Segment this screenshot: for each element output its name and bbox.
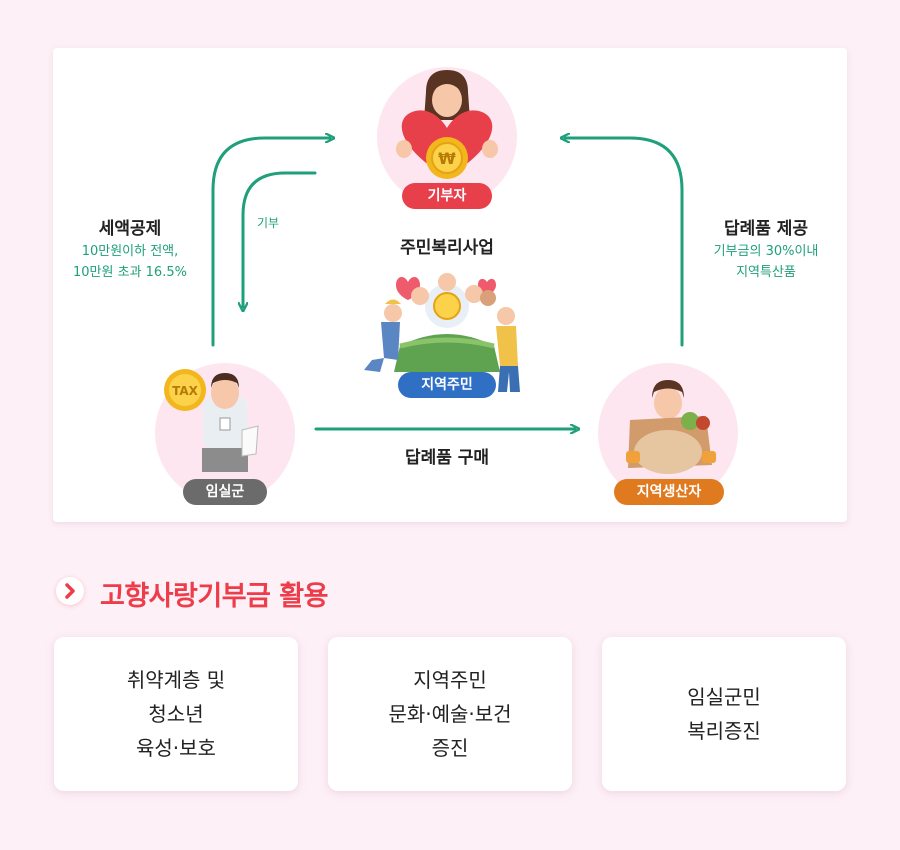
gov-label: 임실군 — [205, 484, 245, 500]
residents-group-icon — [364, 273, 520, 392]
gift-title: 답례품 제공 — [723, 219, 809, 239]
coin-icon: ₩ — [426, 137, 468, 179]
use-box-line: 증진 — [431, 736, 469, 760]
use-box-welfare: 임실군민 복리증진 — [602, 637, 846, 791]
residents-pill — [398, 372, 496, 398]
producer-label: 지역생산자 — [636, 484, 702, 500]
donate-small-label: 기부 — [256, 216, 280, 230]
gift-desc-line1: 기부금의 30%이내 — [713, 244, 819, 259]
gov-officer-icon — [202, 373, 259, 472]
tax-badge-text: TAX — [172, 384, 199, 398]
purchase-label: 답례품 구매 — [404, 448, 490, 468]
tax-desc-line2: 10만원 초과 16.5% — [73, 265, 187, 280]
donate-arrow — [243, 171, 317, 307]
use-box-line: 복리증진 — [687, 719, 761, 743]
tax-desc-line1: 10만원이하 전액, — [81, 244, 179, 259]
use-box-line: 지역주민 — [413, 668, 487, 692]
gift-arrow — [565, 138, 684, 347]
use-box-line: 문화·예술·보건 — [388, 702, 512, 726]
tax-coin-icon: TAX — [164, 369, 206, 411]
use-box-youth: 취약계층 및 청소년 육성·보호 — [54, 637, 298, 791]
use-box-line: 임실군민 — [687, 685, 761, 709]
use-box-culture: 지역주민 문화·예술·보건 증진 — [328, 637, 572, 791]
section-title: 고향사랑기부금 활용 — [100, 581, 328, 612]
gov-pill — [183, 479, 267, 505]
use-box-line: 취약계층 및 — [126, 668, 226, 692]
tax-arrow — [211, 138, 330, 347]
welfare-title: 주민복리사업 — [400, 238, 494, 258]
producer-person-icon — [626, 380, 716, 474]
use-box-line: 청소년 — [148, 702, 204, 726]
section-chevron-badge — [56, 577, 84, 605]
coin-symbol: ₩ — [438, 149, 456, 168]
use-box-line: 육성·보호 — [136, 736, 216, 760]
chevron-right-icon — [65, 583, 75, 599]
donor-pill — [402, 183, 492, 209]
tax-title: 세액공제 — [98, 219, 162, 239]
donor-label: 기부자 — [427, 188, 467, 204]
producer-pill — [614, 479, 724, 505]
residents-label: 지역주민 — [421, 377, 473, 393]
gift-desc-line2: 지역특산품 — [736, 265, 796, 280]
